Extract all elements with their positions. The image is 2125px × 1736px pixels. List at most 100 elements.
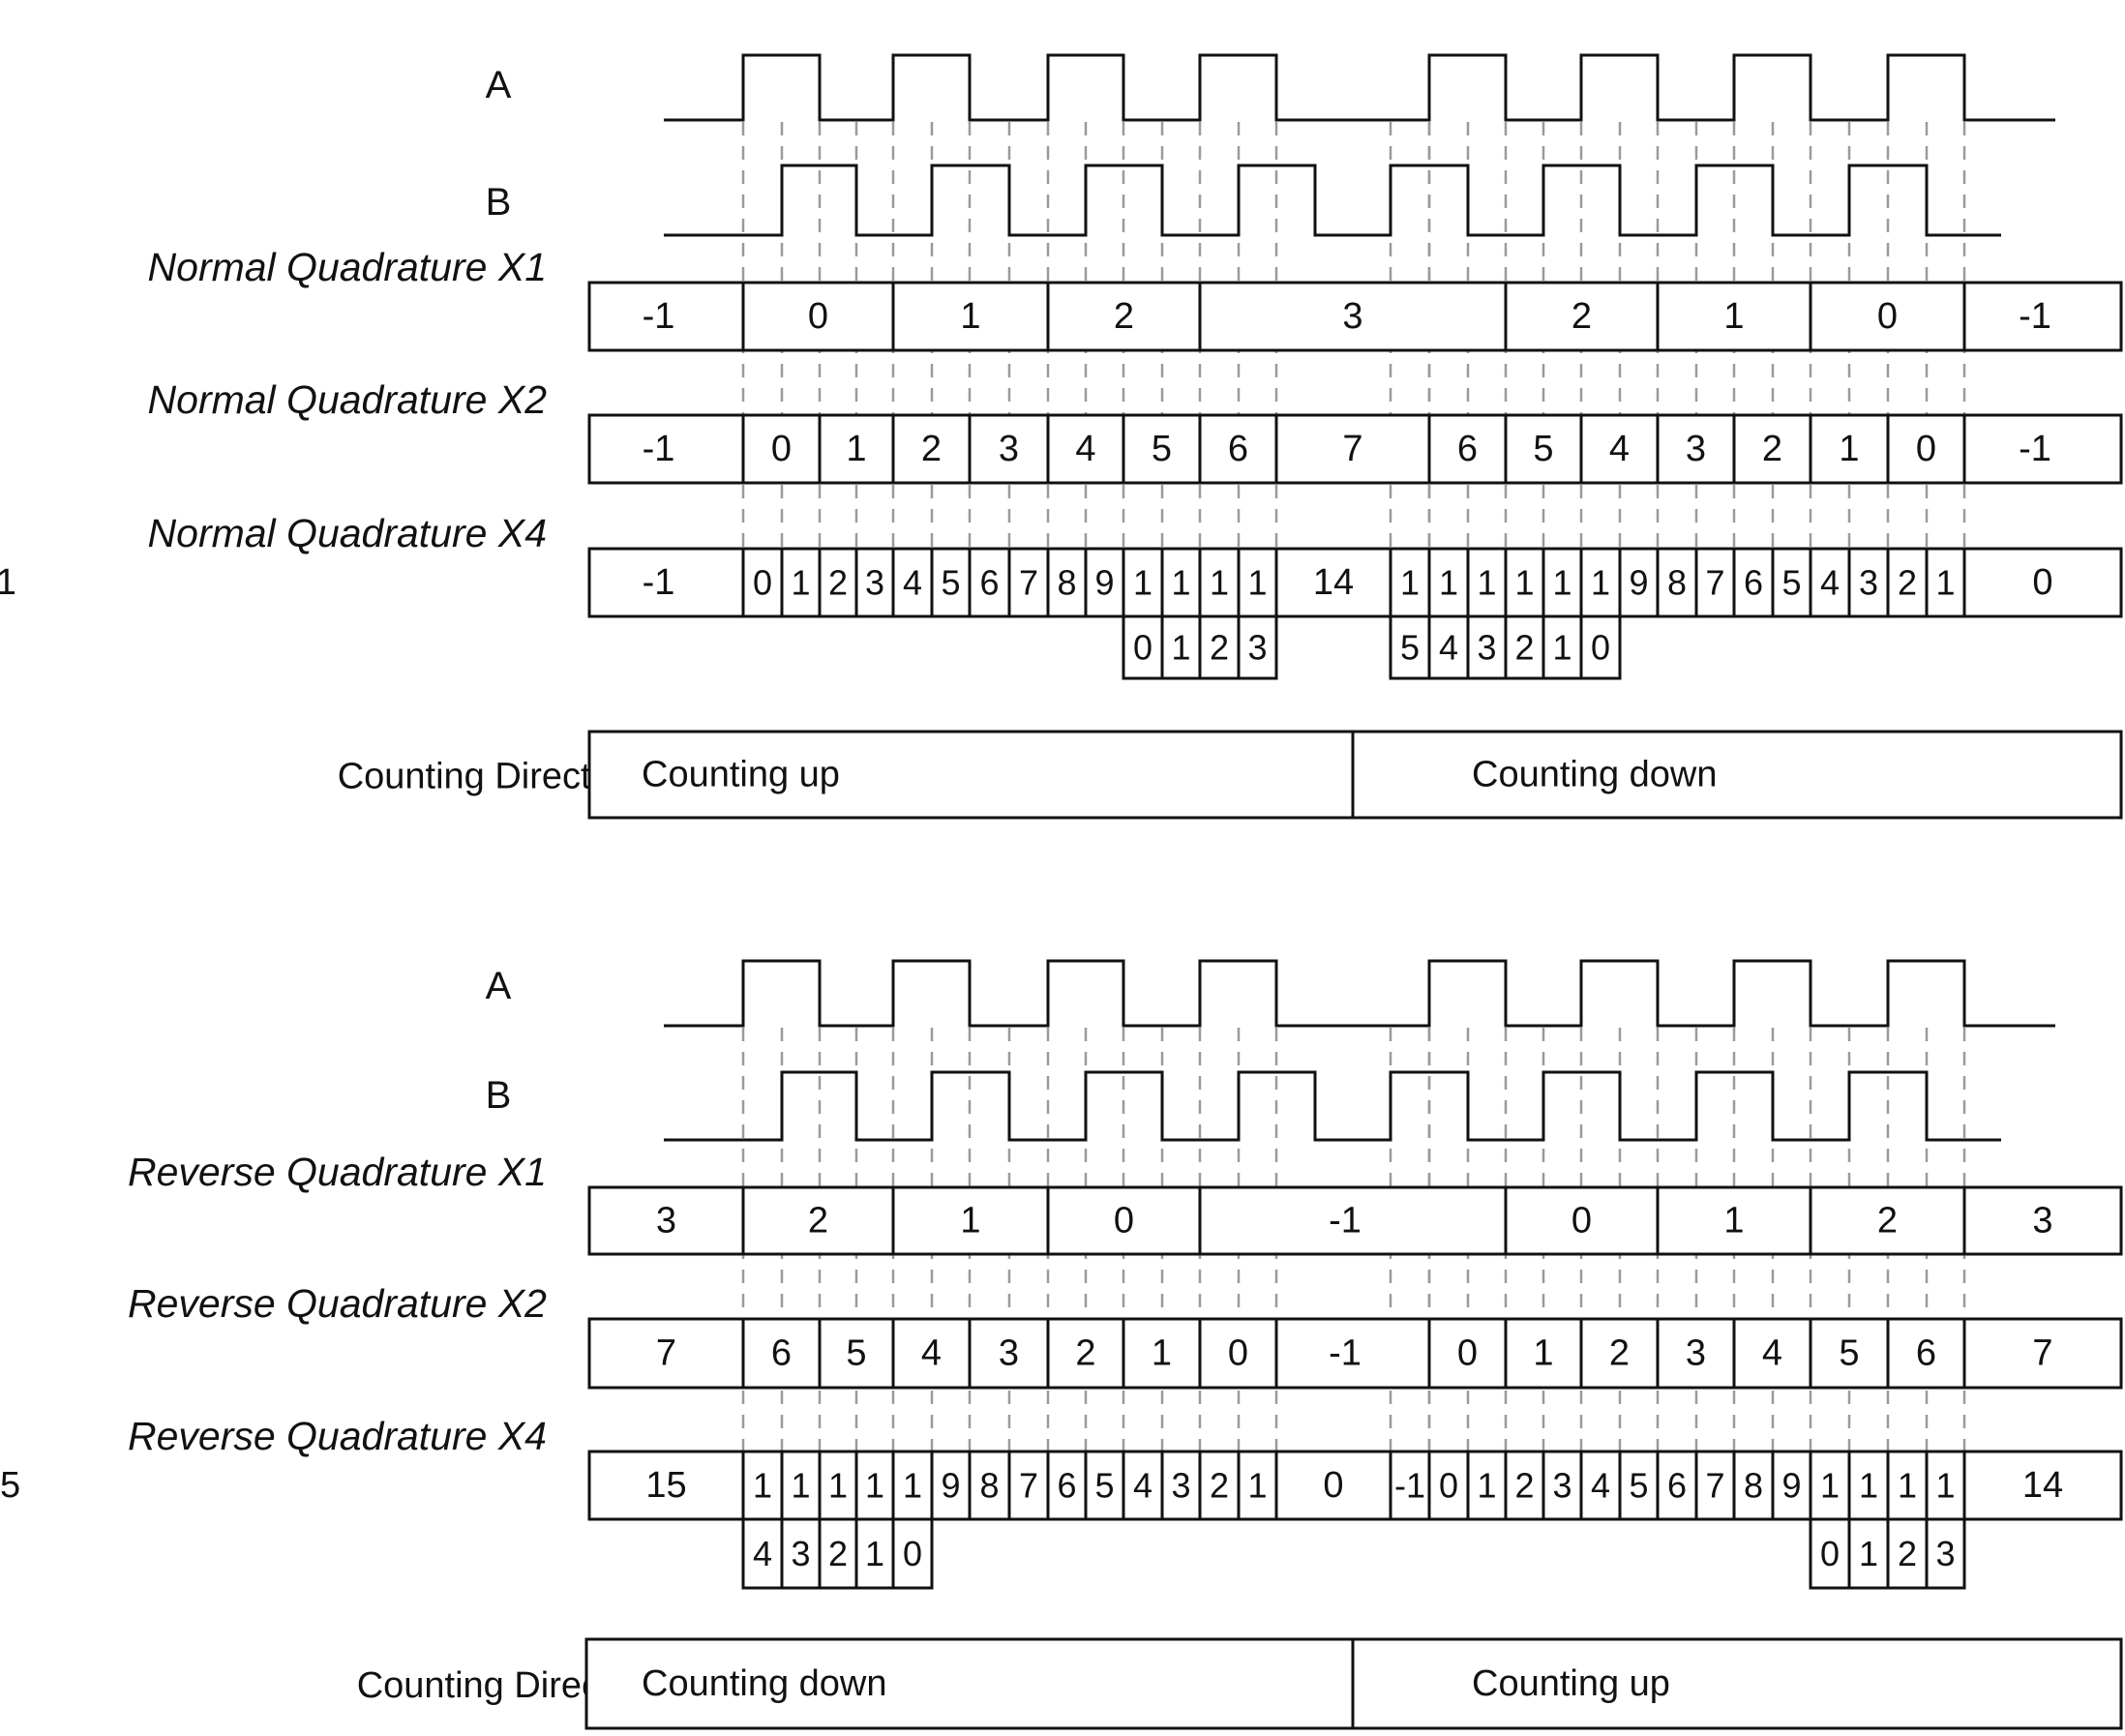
count-cell-digit-low: 4 — [1439, 628, 1458, 668]
count-cell: 1 — [1723, 296, 1744, 337]
count-cell-digit-high: 1 — [1859, 1466, 1878, 1506]
count-cell: 5 — [1781, 563, 1801, 603]
count-cell: 3 — [1859, 563, 1878, 603]
count-cell: 3 — [1686, 429, 1706, 469]
count-cell: 1 — [1152, 1333, 1172, 1374]
cell-extension — [1925, 1519, 1966, 1590]
count-cell: 1 — [1723, 1201, 1744, 1242]
count-cell-digit-low: 3 — [791, 1534, 810, 1573]
signal-b-label: B — [486, 181, 512, 224]
signal-a-waveform — [664, 53, 2055, 122]
count-cell: -1 — [1329, 1201, 1362, 1242]
count-cell: 4 — [903, 563, 922, 603]
count-cell: -1 — [2019, 296, 2051, 337]
count-cell: 0 — [808, 296, 828, 337]
count-cell: 8 — [1667, 563, 1687, 603]
count-cell: 3 — [1342, 296, 1362, 337]
counting-direction-second: Counting down — [1472, 755, 1718, 795]
count-cell-digit-high: 1 — [1591, 563, 1610, 603]
count-cell: 7 — [1019, 563, 1038, 603]
count-cell: 2 — [921, 429, 942, 469]
count-cell: 15 — [645, 1465, 686, 1506]
count-cell: 1 — [791, 563, 810, 603]
count-cell-digit-low: 4 — [753, 1534, 772, 1573]
count-cell: -1 — [2019, 429, 2051, 469]
count-cell-digit-low: 0 — [1591, 628, 1610, 668]
count-row-frame — [587, 413, 2123, 485]
count-cell-digit-high: 1 — [1514, 563, 1534, 603]
count-cell: 1 — [1247, 1466, 1267, 1506]
counting-direction-frame — [587, 730, 2123, 820]
count-cell: 3 — [1552, 1466, 1571, 1506]
count-cell-digit-high: 1 — [865, 1466, 884, 1506]
count-cell-digit-low: 1 — [1171, 628, 1190, 668]
count-cell-digit-low: 1 — [1552, 628, 1571, 668]
signal-b-waveform — [664, 1070, 2001, 1142]
count-cell: 14 — [1313, 562, 1354, 603]
cell-extension — [1579, 616, 1622, 680]
count-cell: 0 — [1114, 1201, 1134, 1242]
count-cell: 1 — [1477, 1466, 1496, 1506]
count-row-frame — [587, 1185, 2123, 1256]
count-cell-digit-low: 1 — [1859, 1534, 1878, 1573]
count-cell: 0 — [2032, 562, 2052, 603]
count-cell: 7 — [1705, 563, 1724, 603]
count-cell-digit-high: 1 — [1210, 563, 1229, 603]
count-cell-digit-low: 0 — [1133, 628, 1152, 668]
count-cell: 1 — [846, 429, 866, 469]
signal-b-waveform — [664, 164, 2001, 237]
row-label: Reverse Quadrature X4 — [128, 1414, 547, 1458]
count-cell: 3 — [1686, 1333, 1706, 1374]
count-cell-digit-low: 2 — [1210, 628, 1229, 668]
count-cell: 3 — [999, 429, 1019, 469]
count-cell: 0 — [1439, 1466, 1458, 1506]
count-cell: 0 — [1457, 1333, 1478, 1374]
count-cell-digit-low: 0 — [903, 1534, 922, 1573]
count-cell: 1 — [1533, 1333, 1553, 1374]
count-cell: 4 — [1075, 429, 1095, 469]
count-cell: 6 — [1457, 429, 1478, 469]
count-cell: 6 — [1057, 1466, 1076, 1506]
count-cell: 5 — [1152, 429, 1172, 469]
count-cell-digit-low: 5 — [1400, 628, 1420, 668]
count-cell: 4 — [1133, 1466, 1152, 1506]
signal-a-label: A — [486, 64, 512, 106]
count-cell: 4 — [921, 1333, 942, 1374]
count-cell-digit-high: 1 — [1247, 563, 1267, 603]
count-cell: 2 — [1877, 1201, 1898, 1242]
count-cell: 9 — [1094, 563, 1114, 603]
count-cell: 2 — [828, 563, 848, 603]
row-label: Normal Quadrature X1 — [148, 245, 547, 289]
count-cell: -1 — [643, 429, 675, 469]
row-label: Normal Quadrature X4 — [148, 511, 547, 555]
count-cell: 6 — [1667, 1466, 1687, 1506]
count-cell: 7 — [2032, 1333, 2052, 1374]
count-cell: 7 — [1342, 429, 1362, 469]
count-cell: 0 — [1323, 1465, 1343, 1506]
count-cell: -1 — [0, 562, 16, 603]
count-cell: -1 — [1394, 1466, 1425, 1506]
count-cell: 2 — [808, 1201, 828, 1242]
count-cell: -1 — [643, 562, 675, 603]
count-cell-digit-high: 1 — [1820, 1466, 1840, 1506]
count-cell: 9 — [1629, 563, 1648, 603]
count-cell: 8 — [979, 1466, 999, 1506]
count-cell: 5 — [1094, 1466, 1114, 1506]
count-cell: 2 — [1514, 1466, 1534, 1506]
count-cell-digit-high: 1 — [753, 1466, 772, 1506]
count-cell: 7 — [1019, 1466, 1038, 1506]
count-cell: 15 — [0, 1465, 20, 1506]
count-cell-digit-high: 1 — [1171, 563, 1190, 603]
cell-extension — [1237, 616, 1278, 680]
count-cell: 2 — [1571, 296, 1592, 337]
count-cell-digit-low: 2 — [1898, 1534, 1917, 1573]
count-cell-digit-high: 1 — [1400, 563, 1420, 603]
count-cell: 0 — [771, 429, 792, 469]
count-cell: 0 — [1571, 1201, 1592, 1242]
